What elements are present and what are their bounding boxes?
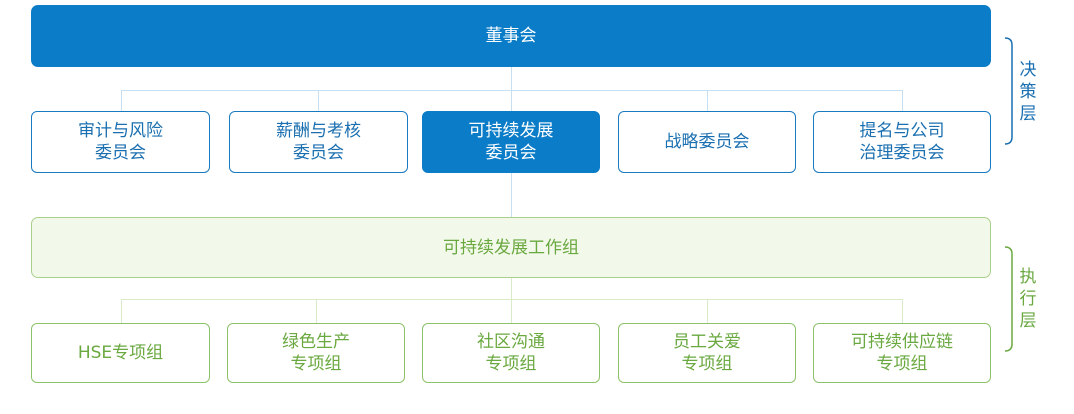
board-box: 董事会 [31, 5, 991, 67]
decision-layer-brace [1004, 37, 1013, 145]
committee-drop-1 [121, 90, 122, 111]
committee-drop-4 [707, 90, 708, 111]
board-trunk-line [511, 67, 512, 111]
committee-drop-5 [902, 90, 903, 111]
execution-layer-label: 执 行 层 [1019, 267, 1037, 331]
execution-layer-brace [1004, 246, 1013, 352]
committee-audit-risk: 审计与风险 委员会 [31, 111, 210, 173]
task-bus-line [121, 299, 903, 300]
task-group-supply-chain: 可持续供应链 专项组 [813, 323, 991, 383]
committee-bus-line [121, 90, 903, 91]
task-group-employee-care: 员工关爱 专项组 [618, 323, 796, 383]
task-drop-5 [902, 299, 903, 323]
committee-drop-2 [318, 90, 319, 111]
committee-sustainability: 可持续发展 委员会 [422, 111, 600, 173]
task-group-green-production: 绿色生产 专项组 [227, 323, 405, 383]
task-drop-4 [707, 299, 708, 323]
committee-nomination-governance: 提名与公司 治理委员会 [813, 111, 991, 173]
task-drop-2 [316, 299, 317, 323]
task-drop-1 [121, 299, 122, 323]
committee-strategy: 战略委员会 [618, 111, 796, 173]
decision-layer-label: 决 策 层 [1019, 60, 1037, 124]
task-group-hse: HSE专项组 [31, 323, 210, 383]
task-group-community: 社区沟通 专项组 [422, 323, 600, 383]
committee-compensation: 薪酬与考核 委员会 [229, 111, 408, 173]
sustainability-working-group: 可持续发展工作组 [31, 217, 991, 278]
committee-to-group-line [511, 173, 512, 217]
group-trunk-line [511, 278, 512, 323]
